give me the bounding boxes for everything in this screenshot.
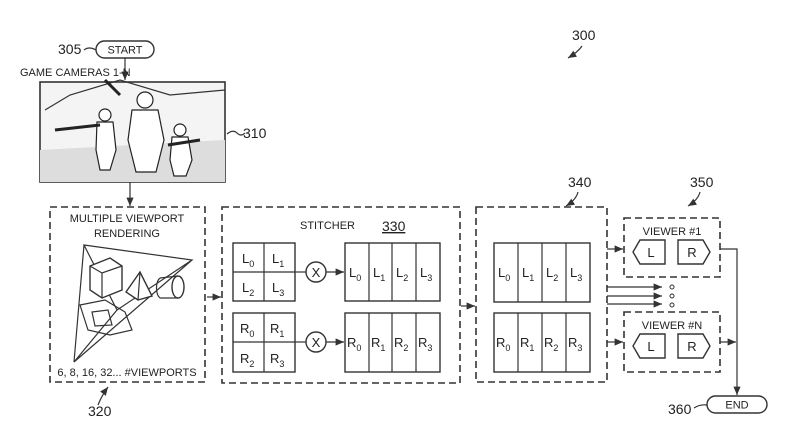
svg-text:L: L (647, 339, 654, 354)
cameras-label: GAME CAMERAS 1-N (20, 67, 131, 79)
svg-text:VIEWER #N: VIEWER #N (642, 320, 703, 332)
svg-text:R: R (687, 339, 696, 354)
left-quad: L0 L1 L2 L3 (232, 242, 296, 302)
svg-text:340: 340 (568, 174, 592, 190)
svg-text:END: END (725, 400, 748, 412)
svg-text:RENDERING: RENDERING (94, 228, 160, 240)
right-quad: R0 R1 R2 R3 (232, 312, 296, 373)
svg-text:START: START (107, 45, 142, 57)
right-strip: R0 R1 R2 R3 (344, 312, 441, 373)
svg-text:L: L (647, 245, 654, 260)
frustum-illustration (73, 244, 194, 363)
svg-text:320: 320 (88, 403, 112, 419)
game-screenshot: 310 (39, 78, 267, 183)
end-terminal: END 360 (668, 395, 768, 417)
svg-text:X: X (312, 265, 321, 280)
left-strip: L0 L1 L2 L3 (344, 242, 441, 302)
figure-ref: 300 (567, 27, 596, 59)
svg-text:X: X (312, 335, 321, 350)
svg-text:360: 360 (668, 401, 692, 417)
svg-text:MULTIPLE VIEWPORT: MULTIPLE VIEWPORT (70, 213, 185, 225)
svg-text:6, 8, 16, 32... #VIEWPORTS: 6, 8, 16, 32... #VIEWPORTS (57, 367, 196, 379)
viewer-1: VIEWER #1 L R (623, 217, 721, 278)
svg-text:310: 310 (243, 125, 267, 141)
start-terminal: 305 START (58, 40, 155, 80)
svg-text:R: R (687, 245, 696, 260)
svg-text:350: 350 (690, 174, 714, 190)
stitcher-box: STITCHER 330 L0 L1 L2 L3 X L0 L1 L2 L3 R… (221, 206, 461, 384)
viewer-n: VIEWER #N L R (623, 311, 721, 373)
stitched-output-box: 340 L0 L1 L2 L3 R0 R1 R2 R3 (475, 174, 608, 383)
svg-text:VIEWER #1: VIEWER #1 (643, 226, 702, 238)
viewport-rendering-box: MULTIPLE VIEWPORT RENDERING 6, 8, 16, 32… (49, 206, 206, 419)
svg-text:305: 305 (58, 41, 82, 57)
svg-text:300: 300 (572, 27, 596, 43)
svg-text:330: 330 (382, 218, 406, 234)
svg-text:STITCHER: STITCHER (300, 220, 355, 232)
